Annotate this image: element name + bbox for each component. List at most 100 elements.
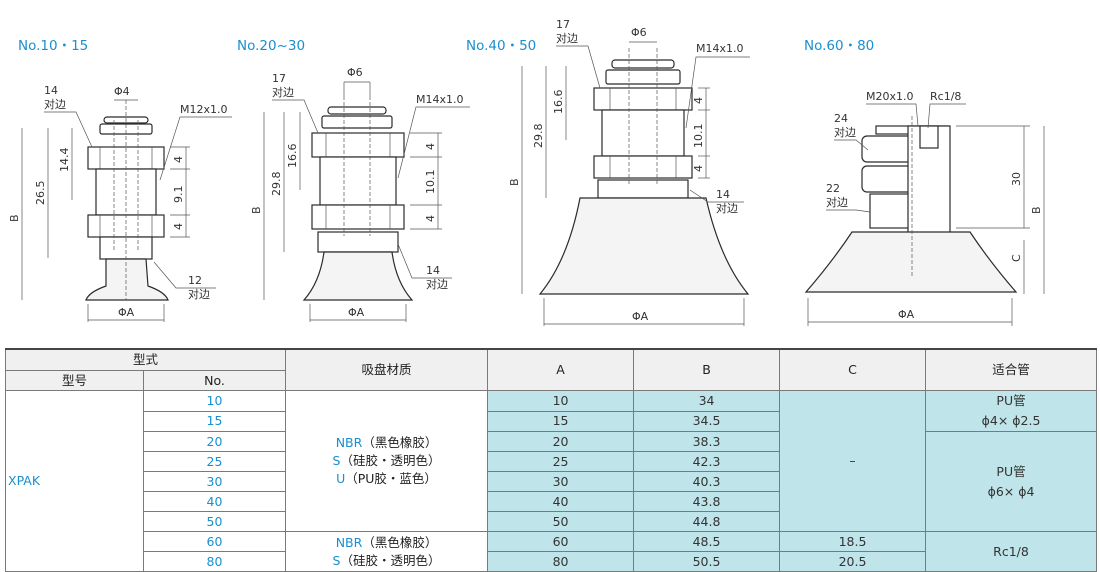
suction-cup — [538, 197, 750, 295]
dim-a: ΦA — [348, 306, 365, 319]
b-cell: 42.3 — [633, 451, 781, 472]
top-ring — [327, 106, 387, 115]
suction-cup — [85, 258, 169, 301]
table-row: 20 20 38.3 PU管 ϕ6× ϕ4 — [6, 431, 1098, 532]
top-ring — [611, 59, 675, 69]
a-cell: 60 — [487, 531, 635, 552]
hex-top-sub: 对边 — [834, 125, 856, 139]
drawing-title: No.10・15 — [18, 38, 88, 54]
bore-label: Φ4 — [114, 85, 130, 98]
drawing-no40-50: No.40・50 Φ6 17 对边 M14x1.0 B 29.8 16.6 4 … — [466, 18, 750, 326]
table-row: 80 80 50.5 20.5 — [6, 551, 1097, 572]
a-cell: 50 — [487, 511, 635, 532]
threaded-body — [601, 109, 685, 157]
material-cell-group2: NBR（黑色橡胶） S（硅胶・透明色） — [285, 531, 489, 572]
dim-nut1: 4 — [172, 156, 185, 163]
hex-top-label: 17 — [272, 72, 286, 85]
no-cell: 40 — [142, 491, 287, 512]
suction-cup — [804, 231, 1018, 293]
dim-30: 30 — [1010, 172, 1023, 186]
spec-table: 型式 吸盘材质 A B C 适合管 型号 No. XPAK 10 NBR（黑色橡… — [4, 348, 1098, 572]
material-cell-group1: NBR（黑色橡胶） S（硅胶・透明色） U（PU胶・蓝色） — [285, 390, 489, 532]
hex-top-label: 17 — [556, 18, 570, 31]
a-cell: 25 — [487, 451, 635, 472]
material-line: NBR（黑色橡胶） — [335, 435, 438, 450]
dim-nut2: 4 — [172, 223, 185, 230]
no-cell: 30 — [142, 471, 287, 492]
dim-body: 9.1 — [172, 186, 185, 204]
a-cell: 15 — [487, 410, 635, 432]
a-cell: 30 — [487, 471, 635, 492]
hex-adapter — [317, 231, 399, 253]
no-cell: 25 — [142, 451, 287, 472]
drawing-title: No.60・80 — [804, 38, 874, 54]
header-b: B — [633, 348, 781, 391]
dim-nut1: 4 — [424, 143, 437, 150]
dim-b: B — [8, 214, 21, 222]
dim-total: 29.8 — [270, 172, 283, 197]
dim-total: 26.5 — [34, 181, 47, 206]
dim-mid: 14.4 — [58, 148, 71, 173]
tube-line: PU管 — [996, 393, 1026, 408]
b-cell: 50.5 — [633, 551, 781, 572]
drawing-no60-80: No.60・80 M20x1.0 Rc1/8 24 对边 22 对边 30 B … — [804, 38, 1045, 326]
drawing-no20-30: No.20~30 Φ6 17 对边 M14x1.0 B 29.8 16.6 4 … — [237, 38, 470, 322]
hex-nut-lower — [593, 155, 693, 179]
hex-top-sub: 对边 — [556, 31, 578, 45]
thread-label: M14x1.0 — [416, 93, 464, 106]
b-cell: 48.5 — [633, 531, 781, 552]
dim-body: 10.1 — [692, 124, 705, 149]
material-line: S（硅胶・透明色） — [332, 552, 441, 568]
table-row: 60 NBR（黑色橡胶） S（硅胶・透明色） 60 48.5 18.5 Rc1/… — [6, 531, 1098, 572]
table-row: 50 50 44.8 — [6, 511, 1097, 532]
a-cell: 80 — [487, 551, 635, 572]
dimension-drawings: No.10・15 Φ4 14 对边 M12x1.0 26.5 14.4 B 4 … — [8, 18, 1045, 326]
hex-bottom-sub: 对边 — [716, 201, 738, 215]
dim-mid: 16.6 — [552, 90, 565, 115]
no-cell: 80 — [142, 551, 287, 572]
hex-bottom-sub: 对边 — [426, 277, 448, 291]
a-cell: 10 — [487, 390, 635, 412]
bore-label: Φ6 — [347, 66, 363, 79]
dim-total: 29.8 — [532, 124, 545, 149]
header-tube: 适合管 — [925, 348, 1098, 391]
a-cell: 40 — [487, 491, 635, 512]
header-c: C — [779, 348, 927, 391]
top-ring-2 — [321, 115, 393, 129]
table-row: 30 30 40.3 — [6, 471, 1097, 492]
no-cell: 15 — [142, 410, 287, 432]
suction-cup — [302, 251, 414, 301]
dim-body: 10.1 — [424, 170, 437, 195]
dim-a: ΦA — [632, 310, 649, 323]
hex-bottom-label: 14 — [426, 264, 440, 277]
table-row: XPAK 10 NBR（黑色橡胶） S（硅胶・透明色） U（PU胶・蓝色） 10… — [5, 390, 1098, 572]
port-label: Rc1/8 — [930, 90, 961, 103]
hex-top-label: 14 — [44, 84, 58, 97]
header-material: 吸盘材质 — [285, 348, 489, 391]
b-cell: 44.8 — [633, 511, 781, 532]
dim-a: ΦA — [898, 308, 915, 321]
dim-mid: 16.6 — [286, 144, 299, 169]
header-model: 型号 — [5, 370, 144, 391]
a-cell: 20 — [487, 431, 635, 452]
thread-label: M20x1.0 — [866, 90, 914, 103]
no-cell: 60 — [142, 531, 287, 552]
thread-label: M12x1.0 — [180, 103, 228, 116]
tube-cell-group1: PU管 ϕ4× ϕ2.5 — [925, 390, 1098, 432]
material-line: S（硅胶・透明色） — [332, 453, 441, 468]
b-cell: 34.5 — [633, 410, 781, 432]
rc-port — [919, 125, 939, 149]
drawing-title: No.40・50 — [466, 38, 536, 54]
b-cell: 34 — [633, 390, 781, 412]
hex-adapter — [597, 179, 689, 199]
table-row: 40 40 43.8 — [6, 491, 1097, 512]
drawing-title: No.20~30 — [237, 38, 305, 54]
b-cell: 40.3 — [633, 471, 781, 492]
no-cell: 10 — [142, 390, 287, 412]
material-line: U（PU胶・蓝色） — [336, 471, 437, 486]
b-cell: 43.8 — [633, 491, 781, 512]
drawing-no10-15: No.10・15 Φ4 14 对边 M12x1.0 26.5 14.4 B 4 … — [8, 38, 232, 322]
dim-nut2: 4 — [424, 215, 437, 222]
c-cell: 20.5 — [779, 551, 927, 572]
header-no: No. — [142, 370, 287, 391]
